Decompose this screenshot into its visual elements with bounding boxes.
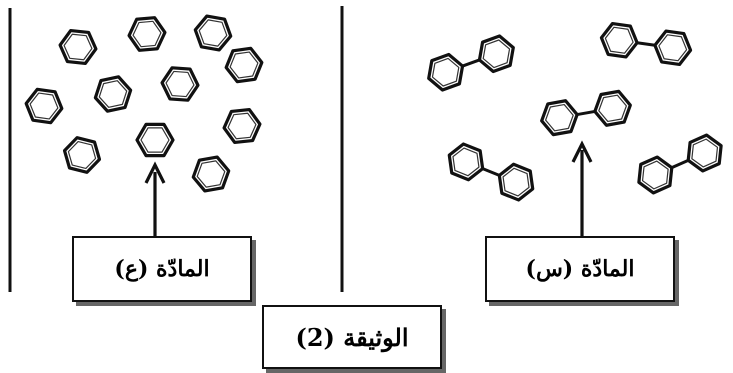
biphenyl-molecule-icon — [443, 141, 538, 204]
biphenyl-molecule-icon — [599, 22, 692, 65]
benzene-hexagon-icon — [188, 153, 234, 195]
up-arrow-icon — [571, 140, 593, 236]
benzene-hexagon-icon — [220, 107, 264, 145]
biphenyl-molecule-icon — [423, 33, 518, 93]
document-caption-text: الوثيقة (2) — [295, 322, 409, 352]
up-arrow-icon — [144, 161, 166, 236]
biphenyl-molecule-icon — [633, 131, 728, 196]
benzene-hexagon-icon — [59, 133, 105, 177]
substance-b-molecules — [423, 22, 727, 203]
substance-b-label: المادّة (س) — [485, 236, 675, 302]
benzene-hexagon-icon — [22, 86, 66, 126]
benzene-hexagon-icon — [126, 15, 168, 53]
substance-a-text: المادّة (ع) — [114, 256, 210, 282]
substance-b-text: المادّة (س) — [525, 256, 635, 282]
substance-a-molecules — [22, 12, 266, 195]
benzene-hexagon-icon — [190, 12, 236, 54]
benzene-hexagon-icon — [222, 45, 266, 85]
biphenyl-molecule-icon — [539, 90, 633, 136]
benzene-hexagon-icon — [135, 122, 175, 158]
benzene-hexagon-icon — [56, 28, 100, 66]
benzene-hexagon-icon — [159, 65, 201, 103]
substance-a-label: المادّة (ع) — [72, 236, 252, 302]
benzene-hexagon-icon — [90, 73, 136, 115]
document-caption: الوثيقة (2) — [262, 305, 442, 369]
